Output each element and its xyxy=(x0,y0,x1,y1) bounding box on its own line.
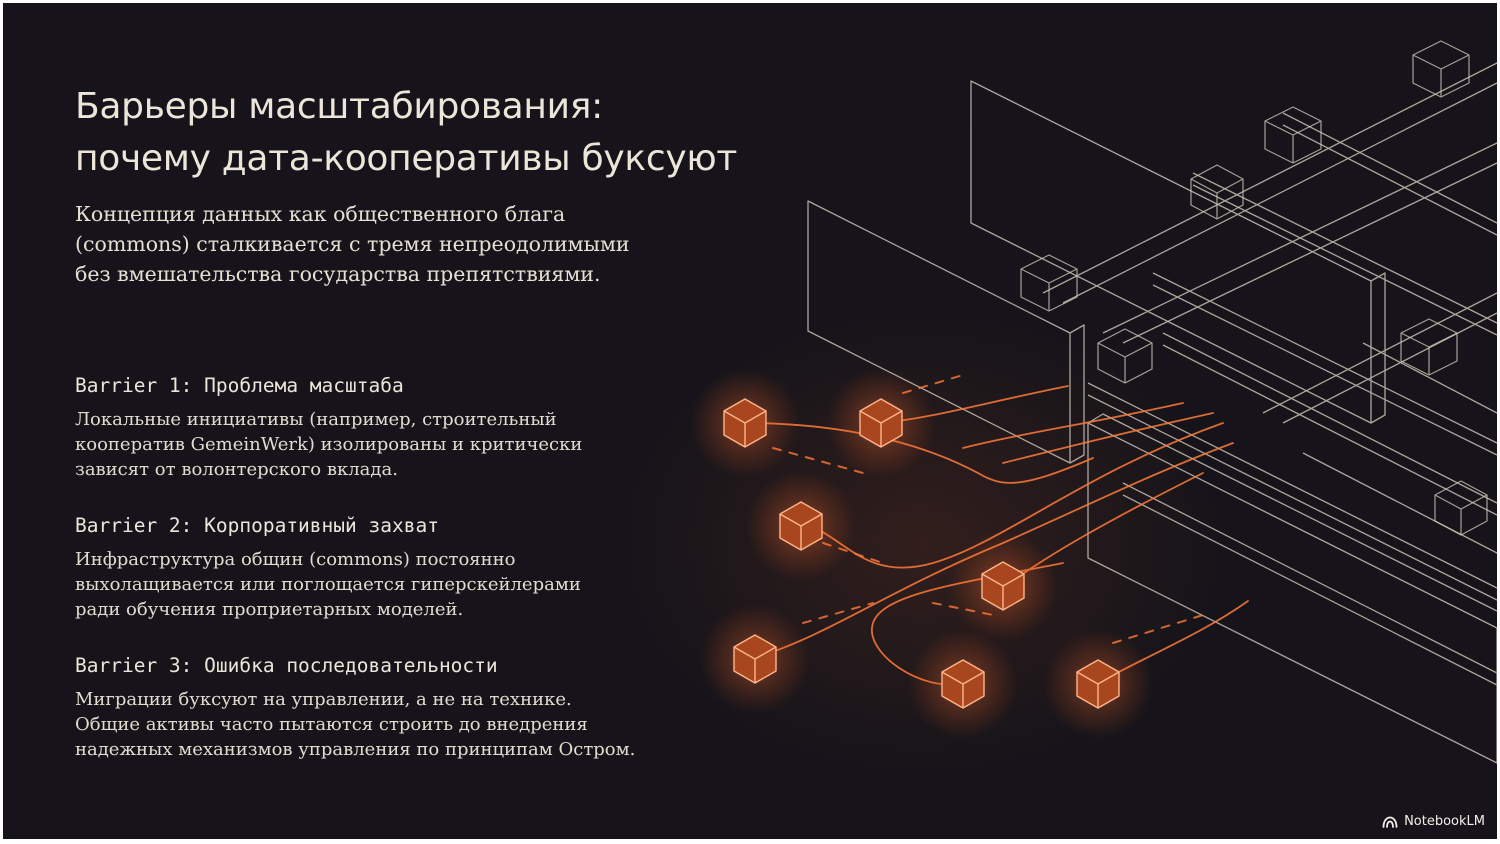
slide: Барьеры масштабирования: почему дата-коо… xyxy=(3,3,1497,839)
barrier-3: Barrier 3: Ошибка последовательности Миг… xyxy=(75,654,715,762)
barrier-text-line: зависят от волонтерского вклада. xyxy=(75,459,398,480)
notebooklm-logo-icon xyxy=(1382,816,1398,828)
slide-title-line: Барьеры масштабирования: xyxy=(75,86,603,127)
barrier-3-heading: Barrier 3: Ошибка последовательности xyxy=(75,654,498,677)
notebooklm-brand: NotebookLM xyxy=(1382,814,1485,830)
barrier-3-text: Миграции буксуют на управлении, а не на … xyxy=(75,687,715,762)
barrier-1-text: Локальные инициативы (например, строител… xyxy=(75,407,715,482)
slide-title: Барьеры масштабирования: почему дата-коо… xyxy=(75,81,835,185)
subtitle-line: (commons) сталкивается с тремя непреодол… xyxy=(75,232,630,256)
barrier-1-heading: Barrier 1: Проблема масштаба xyxy=(75,374,404,397)
slide-title-line: почему дата-кооперативы буксуют xyxy=(75,138,738,179)
barrier-text-line: Общие активы часто пытаются строить до в… xyxy=(75,714,588,735)
barrier-2-text: Инфраструктура общин (commons) постоянно… xyxy=(75,547,715,622)
barrier-text-line: надежных механизмов управления по принци… xyxy=(75,739,636,760)
barrier-text-line: ради обучения проприетарных моделей. xyxy=(75,599,464,620)
infrastructure-illustration xyxy=(623,40,1497,773)
slide-subtitle: Концепция данных как общественного блага… xyxy=(75,199,715,289)
subtitle-line: без вмешательства государства препятстви… xyxy=(75,262,601,286)
brand-label: NotebookLM xyxy=(1404,814,1485,829)
barrier-text-line: Инфраструктура общин (commons) постоянно xyxy=(75,549,516,570)
barrier-2-heading: Barrier 2: Корпоративный захват xyxy=(75,514,439,537)
subtitle-line: Концепция данных как общественного блага xyxy=(75,202,566,226)
barrier-2: Barrier 2: Корпоративный захват Инфрастр… xyxy=(75,514,715,622)
barrier-text-line: кооператив GemeinWerk) изолированы и кри… xyxy=(75,434,583,455)
barrier-text-line: Миграции буксуют на управлении, а не на … xyxy=(75,689,572,710)
barrier-text-line: Локальные инициативы (например, строител… xyxy=(75,409,557,430)
barrier-1: Barrier 1: Проблема масштаба Локальные и… xyxy=(75,374,715,482)
barrier-text-line: выхолащивается или поглощается гиперскей… xyxy=(75,574,581,595)
